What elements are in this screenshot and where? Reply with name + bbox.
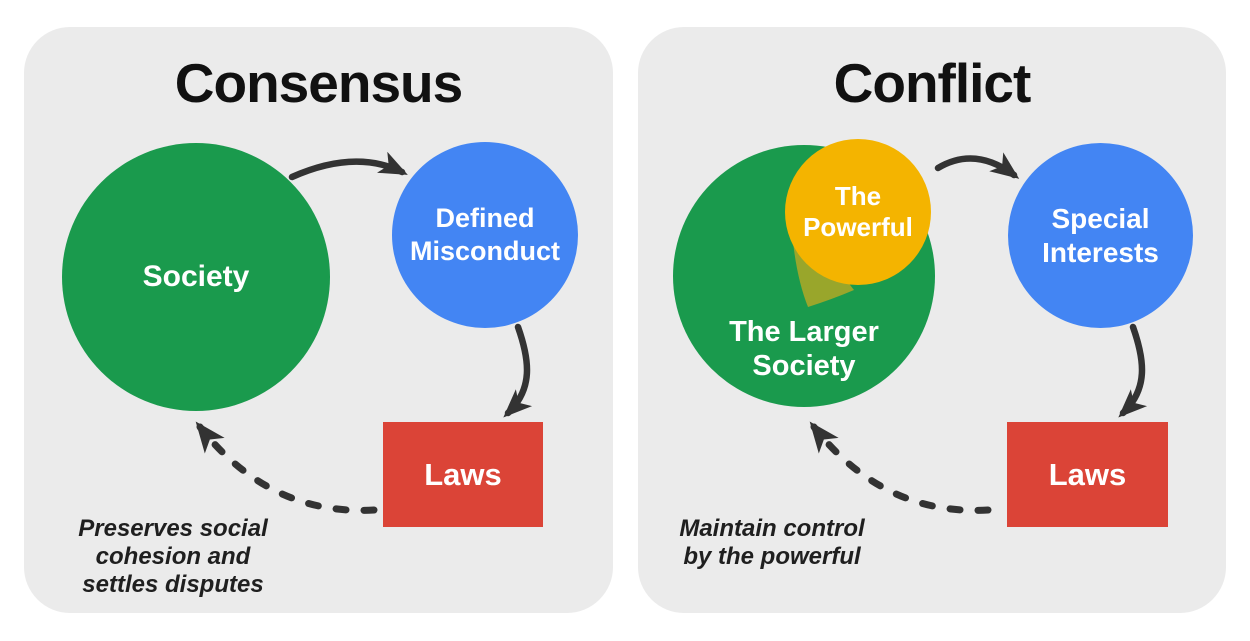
- consensus-panel: Consensus Society Defined Misconduct Law…: [24, 27, 613, 613]
- consensus-caption: Preserves social cohesion and settles di…: [78, 515, 268, 598]
- laws-box: Laws: [1007, 422, 1168, 527]
- powerful-to-interests-arrow: [934, 152, 1020, 179]
- interests-to-laws-arrow: [1118, 323, 1148, 418]
- special-interests-label: Special Interests: [1042, 202, 1159, 268]
- society-to-misconduct-arrow: [288, 151, 408, 181]
- laws-label: Laws: [424, 456, 502, 492]
- conflict-title: Conflict: [833, 52, 1032, 114]
- laws-to-larger-society-dashed-arrow: [809, 421, 992, 514]
- laws-box: Laws: [383, 422, 543, 527]
- consensus-title: Consensus: [174, 52, 463, 114]
- society-circle: Society: [62, 143, 330, 411]
- the-powerful-label: The Powerful: [803, 181, 913, 242]
- conflict-panel: Conflict The Larger Society The Powerful…: [638, 27, 1226, 613]
- society-label: Society: [142, 260, 250, 293]
- larger-society-label: The Larger Society: [729, 316, 879, 382]
- laws-label: Laws: [1048, 456, 1127, 492]
- conflict-caption: Maintain control by the powerful: [679, 515, 865, 570]
- misconduct-to-laws-arrow: [503, 323, 533, 418]
- laws-to-society-dashed-arrow: [195, 421, 378, 514]
- defined-misconduct-circle: Defined Misconduct: [392, 142, 578, 328]
- defined-misconduct-label: Defined Misconduct: [409, 203, 560, 266]
- the-powerful-circle: The Powerful: [785, 139, 931, 285]
- special-interests-circle: Special Interests: [1008, 143, 1193, 328]
